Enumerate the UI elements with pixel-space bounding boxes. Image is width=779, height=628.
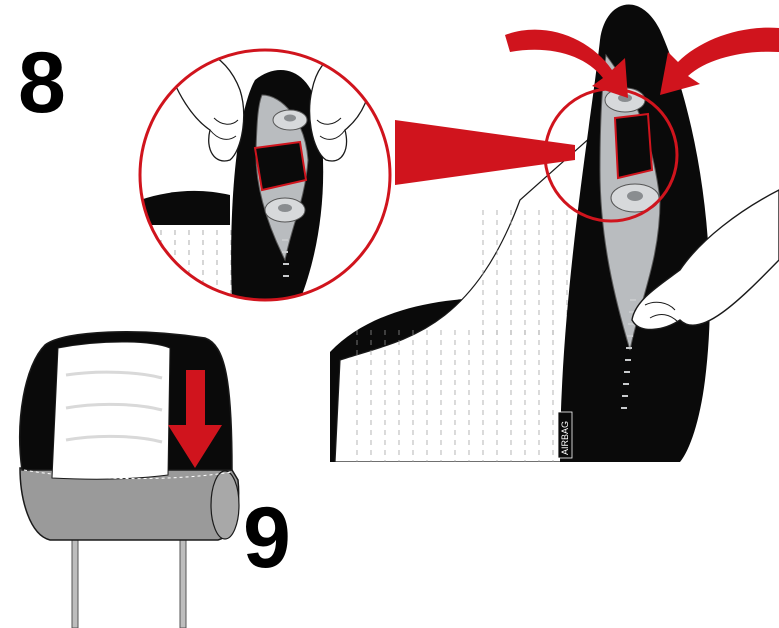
step-number-9: 9 [243, 495, 291, 581]
magnified-detail [140, 48, 390, 300]
airbag-module [615, 114, 652, 178]
headrest-fabric-panel [52, 342, 170, 479]
red-curved-arrow-right [660, 28, 779, 95]
headrest-illustration [20, 332, 239, 628]
step-number-8: 8 [18, 40, 66, 126]
svg-text:AIRBAG: AIRBAG [560, 421, 570, 455]
airbag-label-tag: AIRBAG [558, 412, 572, 458]
headrest-post-right [180, 535, 186, 628]
headrest-post-left [72, 535, 78, 628]
seat-back-illustration: AIRBAG [330, 5, 779, 462]
